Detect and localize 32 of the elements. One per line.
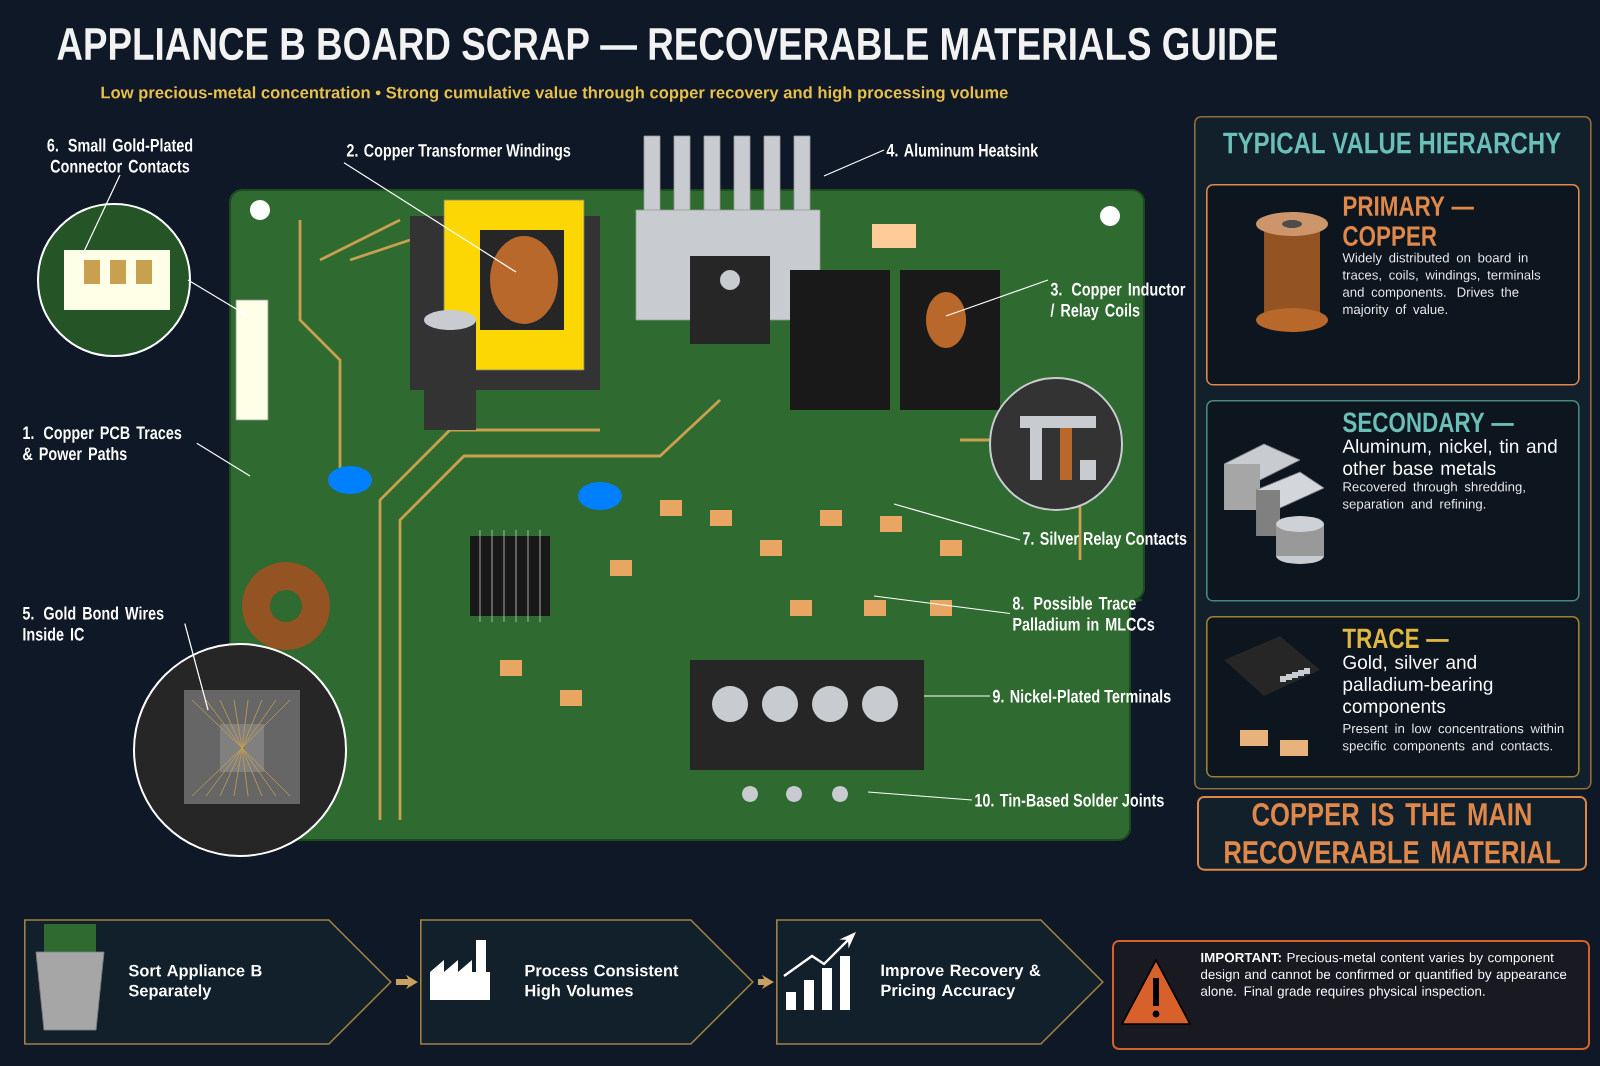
leader-line — [893, 503, 1021, 541]
tier-heading: TRACE — — [1342, 628, 1449, 649]
leader-line — [945, 279, 1049, 317]
highlight-box: COPPER IS THE MAIN RECOVERABLE MATERIAL — [1197, 796, 1587, 871]
callout-label: 2. Copper Transformer Windings — [346, 143, 571, 161]
callout-label: 8. Possible Trace Palladium in MLCCs — [1012, 596, 1155, 631]
tier-subheading: Aluminum, nickel, tin and other base metals — [1342, 439, 1557, 475]
leader-line — [823, 149, 885, 177]
callout-label: 3. Copper Inductor / Relay Coils — [1050, 282, 1186, 321]
tier-subheading: Gold, silver and palladium-bearing components — [1343, 655, 1493, 717]
leader-line — [184, 622, 209, 711]
callout-label: 10. Tin-Based Solder Joints — [975, 793, 1164, 807]
callout-label: 1. Copper PCB Traces & Power Paths — [23, 426, 182, 461]
callout-label: 6. Small Gold-Plated Connector Contacts — [47, 138, 193, 173]
leader-line — [873, 595, 1011, 615]
step-label: Sort Appliance B Separately — [128, 964, 262, 1000]
tier-heading: SECONDARY — — [1343, 412, 1514, 433]
step-label: Improve Recovery & Pricing Accuracy — [881, 964, 1041, 1000]
leader-line — [923, 695, 991, 697]
callout-label: 5. Gold Bond Wires Inside IC — [22, 606, 164, 641]
title: APPLIANCE B BOARD SCRAP — RECOVERABLE MATERIALS GUIDE — [57, 27, 1277, 61]
leader-line — [79, 174, 121, 261]
panel-heading: TYPICAL VALUE HIERARCHY — [1223, 132, 1561, 154]
callout-label: 7. Silver Relay Contacts — [1023, 531, 1187, 549]
subtitle: Low precious-metal concentration • Strong cumulative value through copper recovery and high processing volume — [101, 86, 1008, 102]
leader-line — [343, 162, 517, 273]
callout-label: 9. Nickel-Plated Terminals — [992, 689, 1171, 703]
leader-line — [196, 442, 251, 477]
leader-line — [867, 791, 973, 801]
step-label: Process Consistent High Volumes — [525, 964, 679, 1000]
callout-label: 4. Aluminum Heatsink — [886, 143, 1039, 157]
tier-heading: PRIMARY — COPPER — [1343, 196, 1474, 246]
